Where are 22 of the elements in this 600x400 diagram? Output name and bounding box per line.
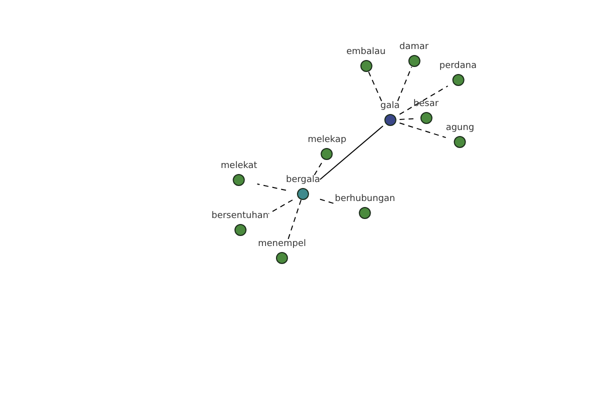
node-label: bersentuhan [211,211,269,222]
node-label: gala [380,101,400,112]
dashed-link-line [368,72,382,102]
dashed-link-line [320,198,336,204]
dashed-link-line [399,122,446,138]
node-label: damar [399,42,429,53]
node-label: bergala [286,175,320,186]
dashed-link-line [399,118,414,120]
node-label: melekat [220,161,258,172]
node-label: perdana [439,61,477,72]
node-label: melekap [308,135,346,146]
dashed-link-line [268,200,293,214]
dashed-link-line [288,200,302,240]
link-line [320,126,384,180]
node-label: embalau [346,47,386,58]
dashed-link-line [399,86,448,115]
node-label: menempel [258,239,306,250]
dashed-link-line [256,183,286,191]
node-label: berhubungan [334,194,396,205]
dashed-link-line [397,66,412,102]
node-label: besar [413,99,439,110]
node-label: agung [446,123,474,134]
